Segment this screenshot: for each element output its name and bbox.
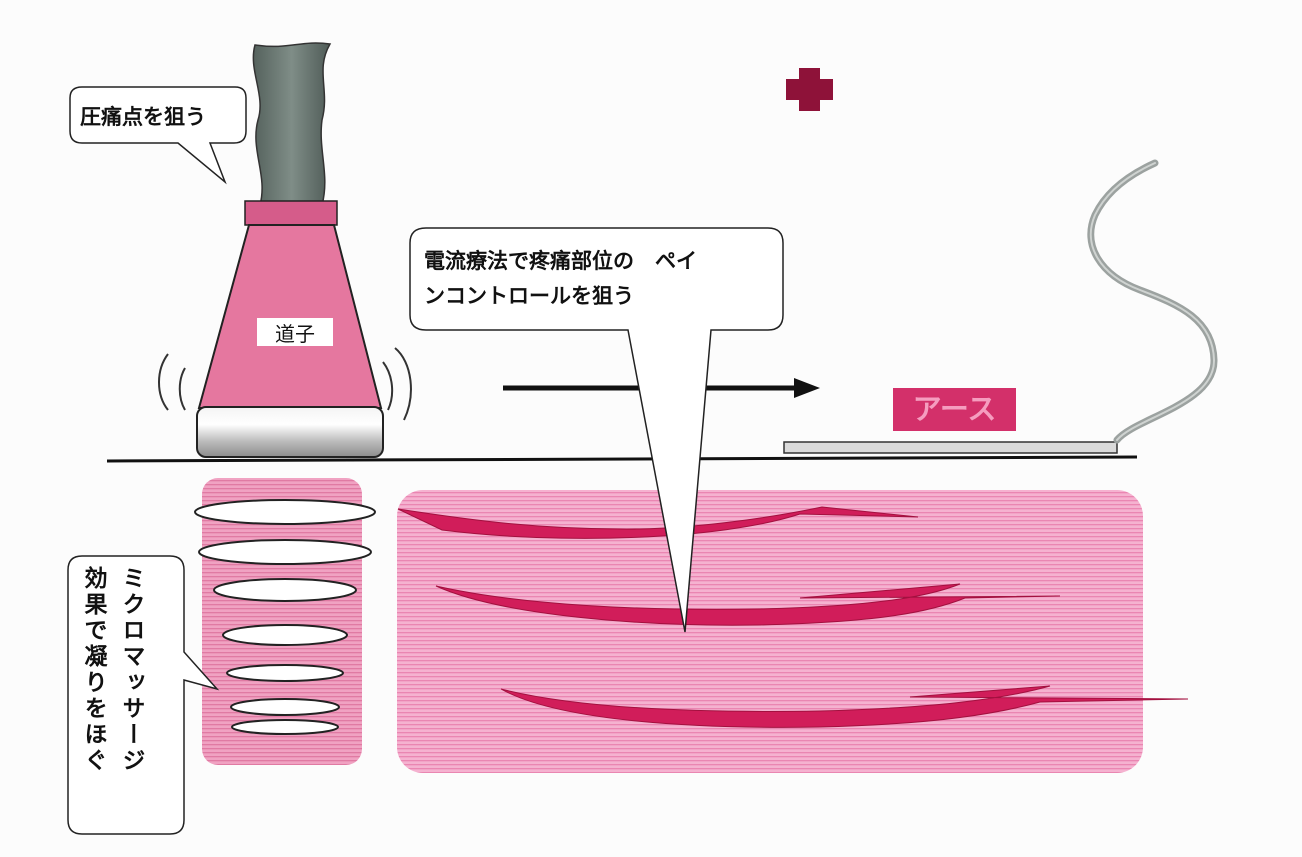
current-arrow-3 bbox=[500, 685, 1189, 728]
callout-pain-control-text-line2: ンコントロールを狙う bbox=[424, 284, 634, 308]
vibration-mark-left bbox=[158, 353, 169, 411]
callout-pain-control-bubble bbox=[409, 227, 784, 633]
probe-collar bbox=[244, 200, 338, 226]
vibration-ring bbox=[222, 624, 348, 646]
vibration-marks bbox=[158, 347, 412, 421]
earth-label: アース bbox=[893, 388, 1016, 431]
plus-icon bbox=[786, 68, 833, 111]
current-flow-arrows bbox=[397, 506, 1189, 728]
current-arrow-1 bbox=[397, 506, 919, 539]
probe-label: 道子 bbox=[257, 318, 333, 346]
earth-plate bbox=[783, 441, 1118, 454]
callout-micro-massage-bubble bbox=[67, 555, 220, 835]
vibration-ring bbox=[198, 539, 372, 565]
vibration-ring bbox=[231, 719, 339, 735]
probe-cable bbox=[252, 42, 332, 206]
current-arrow-2 bbox=[435, 583, 1061, 626]
vibration-ring bbox=[230, 698, 340, 716]
callout-pressure-point-bubble bbox=[69, 86, 247, 185]
vibration-ring bbox=[226, 664, 344, 682]
callout-pain-control-text-line1: 電流療法で疼痛部位の ペイ bbox=[424, 249, 697, 273]
vibration-mark-left bbox=[178, 367, 186, 411]
vibration-ring bbox=[194, 499, 376, 525]
probe-head bbox=[196, 406, 384, 458]
earth-cable-highlight bbox=[1089, 162, 1216, 441]
skin-surface-line bbox=[106, 455, 1138, 463]
callout-micro-massage-text-col1: ミクロマッサージ bbox=[118, 566, 144, 774]
vibration-rings bbox=[194, 499, 376, 735]
probe-body bbox=[197, 224, 383, 409]
vibration-mark-right bbox=[382, 361, 394, 411]
vibration-mark-right bbox=[394, 347, 412, 421]
direction-arrow-head bbox=[794, 378, 820, 398]
callout-micro-massage-text-col2: 効果で凝りをほぐ bbox=[80, 566, 106, 774]
earth-cable bbox=[1087, 159, 1218, 444]
callout-pressure-point-text: 圧痛点を狙う bbox=[80, 105, 206, 129]
vibration-ring bbox=[213, 578, 357, 602]
